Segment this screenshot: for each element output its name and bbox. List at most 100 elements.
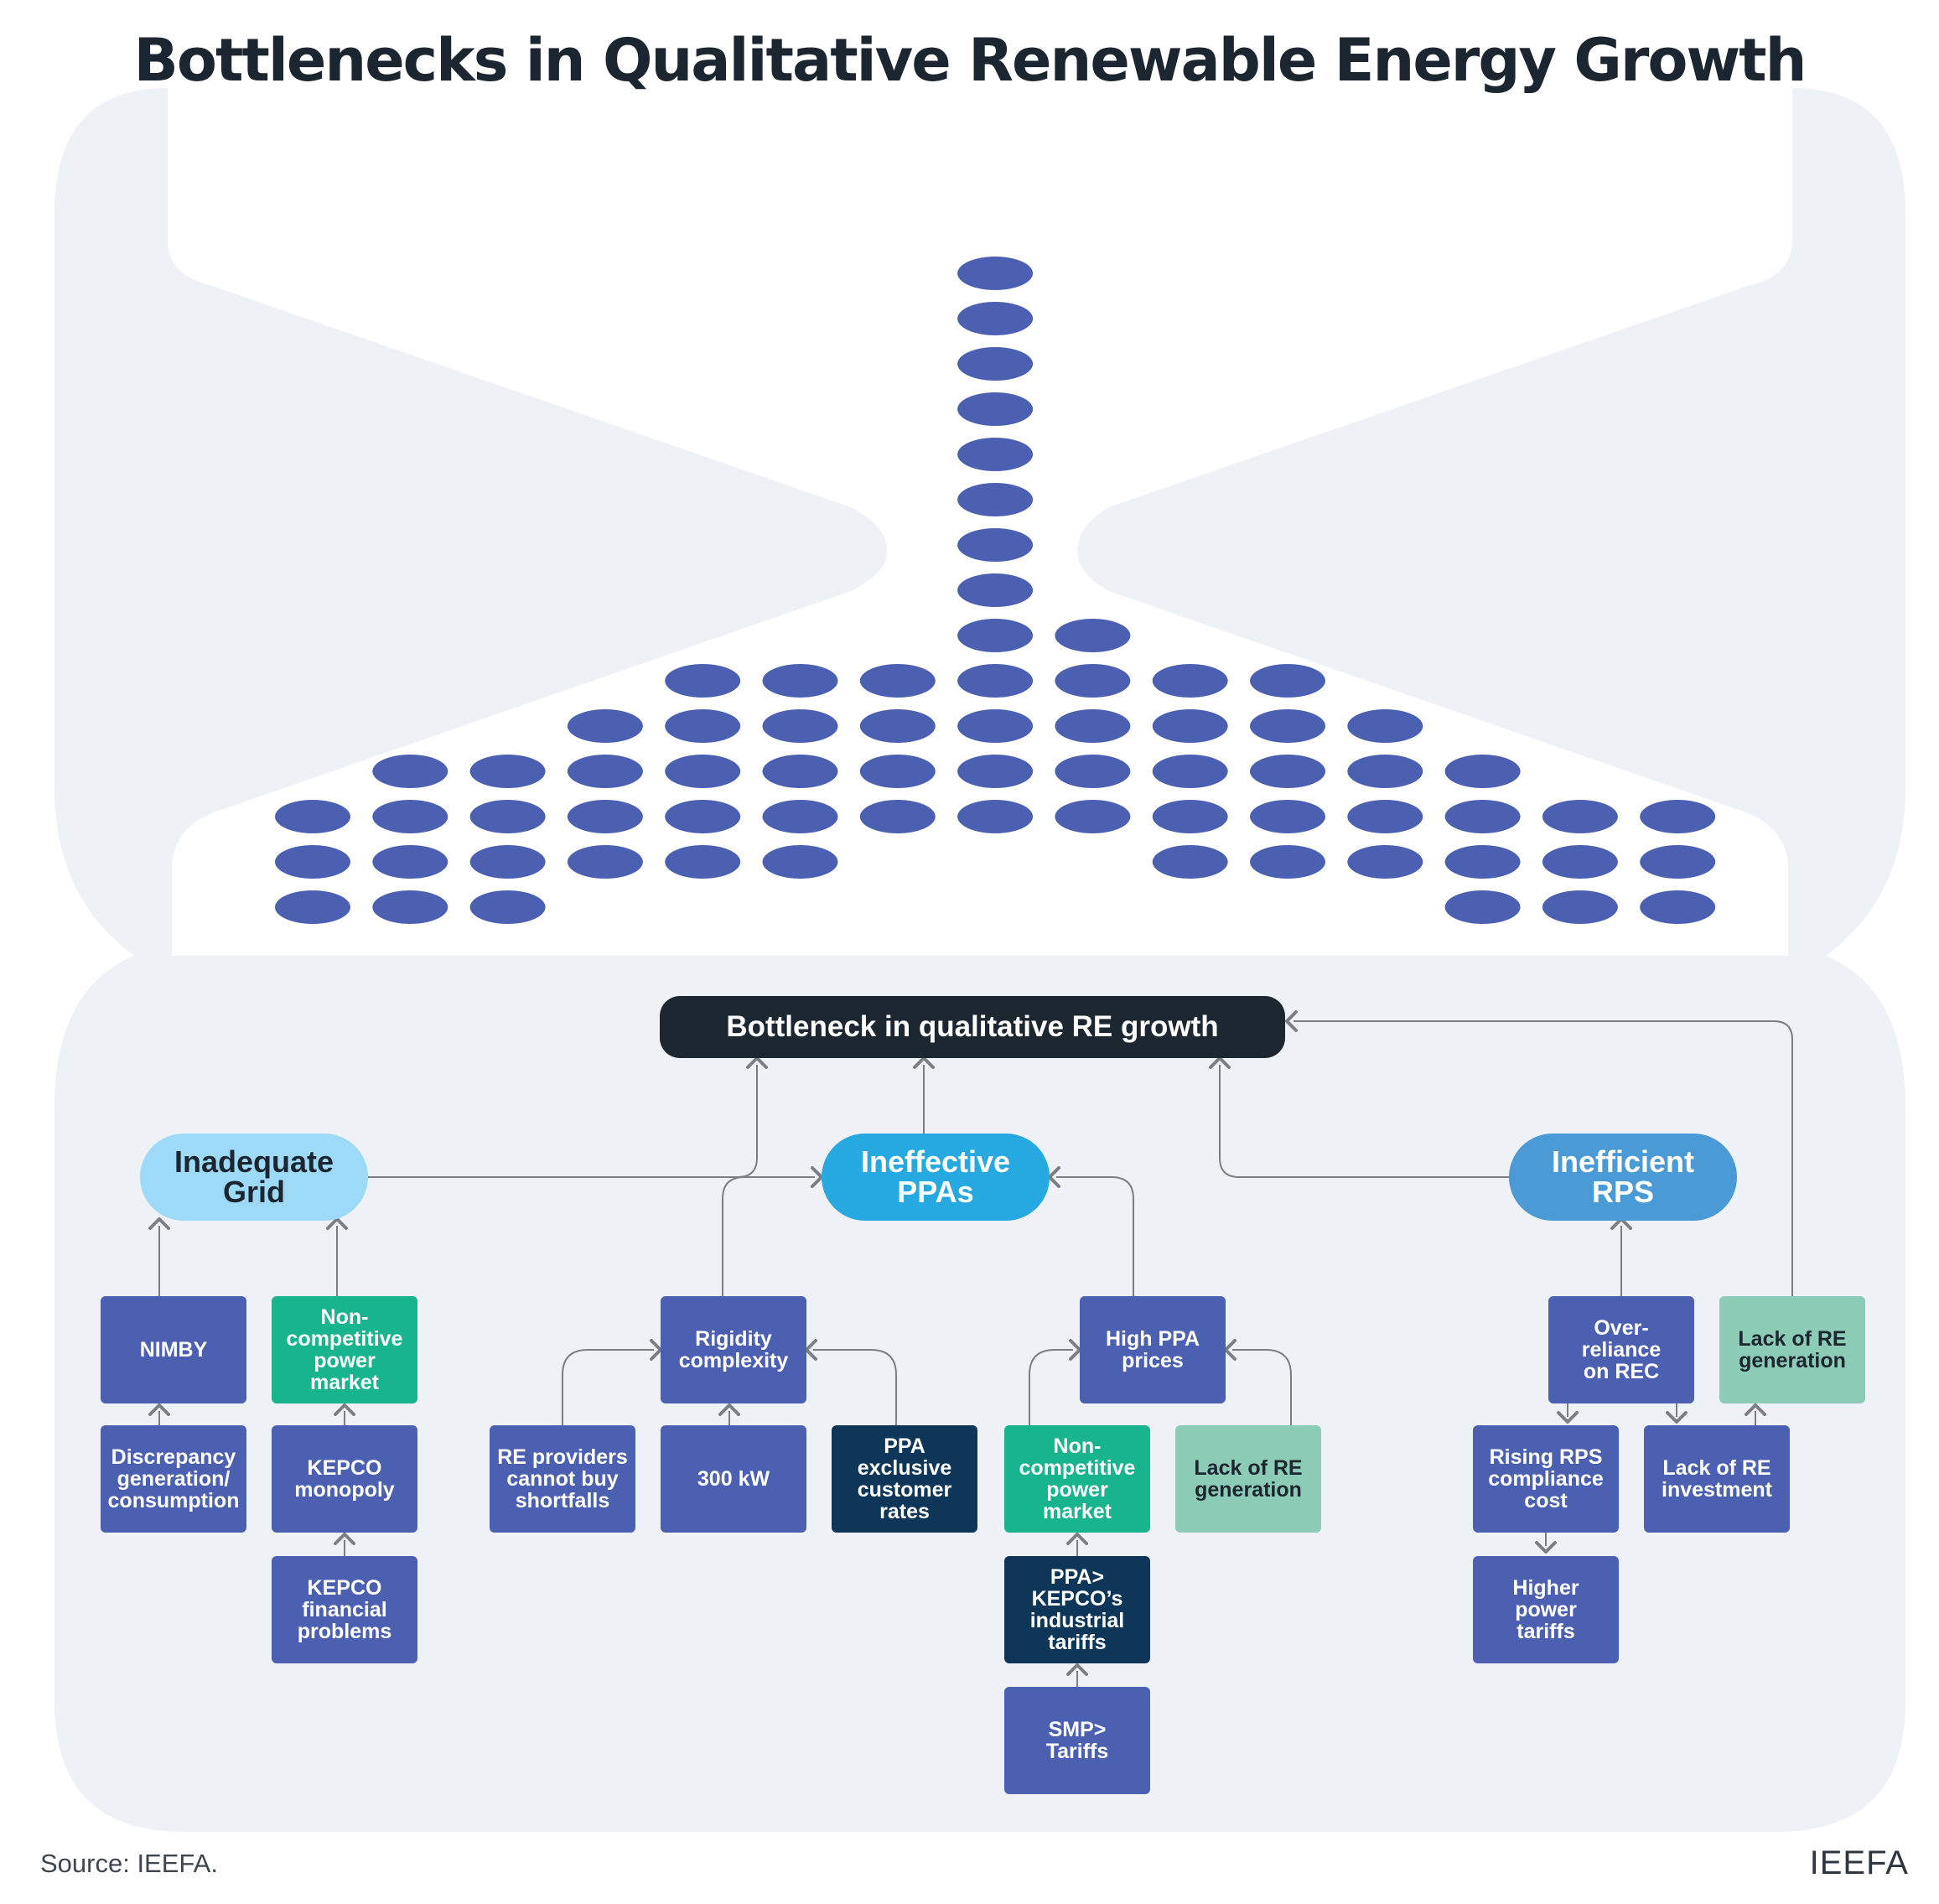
dot: [469, 845, 546, 879]
dot: [957, 302, 1034, 335]
dot: [1542, 890, 1618, 924]
page-title: Bottlenecks in Qualitative Renewable Ene…: [133, 26, 1807, 95]
dot: [665, 800, 741, 833]
dot: [372, 890, 448, 924]
dot: [1250, 800, 1325, 833]
dot: [957, 392, 1034, 426]
category-inadequate-grid: Inadequate Grid: [140, 1134, 368, 1221]
dot: [1250, 755, 1325, 788]
node-lack-re-generation-rps: Lack of RE generation: [1719, 1296, 1865, 1403]
node-300kw: 300 kW: [661, 1425, 806, 1533]
dot: [1152, 664, 1228, 698]
arrowhead: [1745, 1403, 1766, 1416]
arrowhead: [334, 1403, 355, 1416]
node-kepco-monopoly: KEPCO monopoly: [272, 1425, 417, 1533]
dot: [1152, 800, 1228, 833]
dot: [1250, 845, 1325, 879]
connector: [722, 1176, 815, 1296]
node-smp-tariffs: SMP> Tariffs: [1004, 1687, 1150, 1794]
ieefa-logo: IEEFA: [1809, 1844, 1909, 1881]
node-noncompetitive-market-ppa: Non- competitive power market: [1004, 1425, 1150, 1533]
dot: [762, 709, 838, 743]
node-discrepancy: Discrepancy generation/ consumption: [101, 1425, 246, 1533]
dot: [275, 890, 350, 924]
dot: [275, 800, 350, 833]
connector: [1029, 1349, 1073, 1425]
connector: [813, 1349, 897, 1425]
bottom-panel: [54, 953, 1905, 1832]
dot: [372, 845, 448, 879]
connector: [562, 1349, 654, 1425]
dot: [762, 845, 838, 879]
arrowhead: [1224, 1339, 1237, 1361]
dot: [1055, 800, 1131, 833]
dot: [957, 573, 1034, 607]
dot: [1152, 755, 1228, 788]
source-note: Source: IEEFA.: [40, 1849, 218, 1878]
dot: [469, 800, 546, 833]
node-kepco-financial: KEPCO financial problems: [272, 1556, 417, 1663]
arrowhead: [334, 1533, 355, 1545]
dot: [1055, 664, 1131, 698]
dot: [1250, 664, 1325, 698]
dot: [1640, 800, 1716, 833]
arrowhead: [746, 1056, 768, 1069]
dot: [859, 755, 936, 788]
dot: [859, 709, 936, 743]
dot: [372, 800, 448, 833]
arrowhead: [148, 1217, 170, 1230]
dot: [762, 800, 838, 833]
node-noncompetitive-market-grid: Non- competitive power market: [272, 1296, 417, 1403]
arrowhead: [1066, 1533, 1088, 1545]
arrowhead: [1535, 1541, 1557, 1554]
arrowhead: [718, 1403, 740, 1416]
category-inefficient-rps: Inefficient RPS: [1509, 1134, 1737, 1221]
dot: [957, 347, 1034, 381]
dot: [957, 619, 1034, 652]
arrowhead: [1557, 1411, 1579, 1424]
connector: [1219, 1065, 1509, 1178]
dot: [1640, 890, 1716, 924]
node-rigidity: Rigidity complexity: [661, 1296, 806, 1403]
dot: [1444, 755, 1521, 788]
node-high-ppa-prices: High PPA prices: [1080, 1296, 1226, 1403]
node-nimby: NIMBY: [101, 1296, 246, 1403]
node-lack-re-generation-ppa: Lack of RE generation: [1175, 1425, 1321, 1533]
connector-lines: [148, 1010, 1793, 1687]
node-re-providers: RE providers cannot buy shortfalls: [490, 1425, 635, 1533]
dot: [1444, 800, 1521, 833]
dot: [957, 528, 1034, 562]
dot: [567, 845, 643, 879]
node-lack-re-investment: Lack of RE investment: [1644, 1425, 1790, 1533]
top-panel: [54, 88, 1905, 956]
node-ppa-exclusive: PPA exclusive customer rates: [832, 1425, 977, 1533]
dot: [1152, 709, 1228, 743]
dot: [1347, 800, 1423, 833]
root-node: Bottleneck in qualitative RE growth: [660, 996, 1285, 1058]
dot: [665, 755, 741, 788]
dot: [665, 709, 741, 743]
dot: [1055, 619, 1131, 652]
dot: [1347, 709, 1423, 743]
dot: [567, 755, 643, 788]
dot: [1152, 845, 1228, 879]
dot: [567, 800, 643, 833]
dot: [1640, 845, 1716, 879]
dot: [1250, 709, 1325, 743]
dot: [957, 709, 1034, 743]
dot: [275, 845, 350, 879]
arrowhead: [1285, 1010, 1298, 1032]
dot: [957, 800, 1034, 833]
dot: [1542, 800, 1618, 833]
dot: [1542, 845, 1618, 879]
dot: [859, 664, 936, 698]
dot: [957, 438, 1034, 471]
dot: [1444, 890, 1521, 924]
dot: [957, 483, 1034, 516]
arrowhead: [1048, 1166, 1060, 1188]
dot: [762, 755, 838, 788]
dot: [1055, 709, 1131, 743]
connector: [1232, 1349, 1292, 1425]
